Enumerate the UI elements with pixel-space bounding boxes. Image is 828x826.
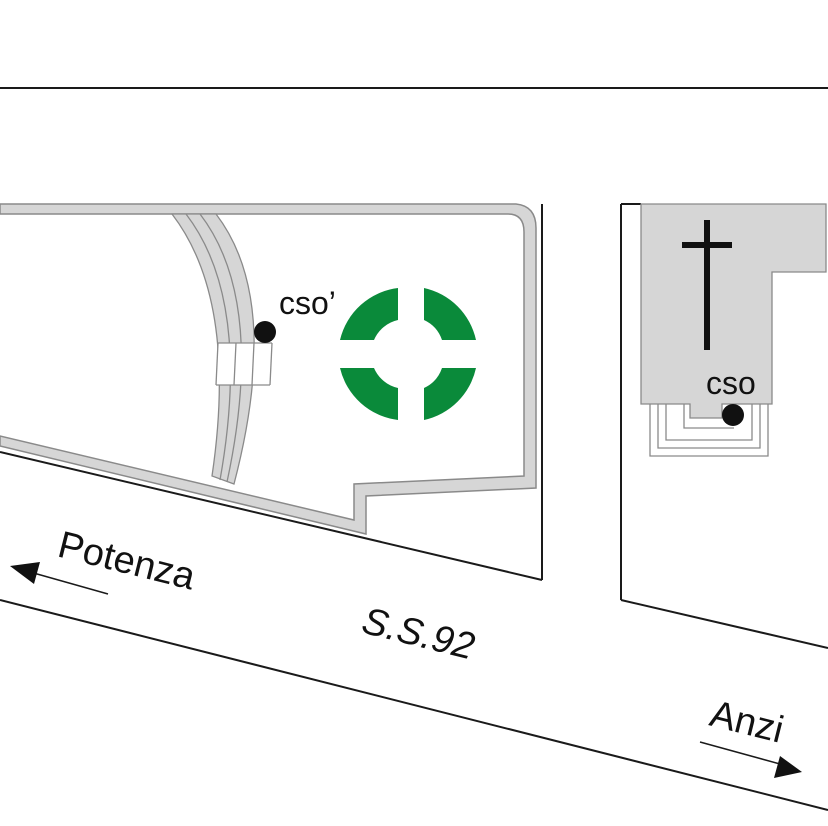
cross-vertical [704, 220, 710, 350]
cross-horizontal [682, 242, 732, 248]
right-parcel-south-line [620, 599, 828, 649]
target-quadrant-sw [340, 368, 398, 420]
curved-track-inner-1 [185, 213, 232, 481]
target-quadrant-se [424, 368, 476, 420]
cemetery-steps-outer [649, 404, 769, 457]
left-parcel-band [0, 203, 537, 535]
marker-dot-icon [254, 321, 276, 343]
left-parcel-south-line [0, 451, 543, 581]
direction-anzi: Anzi [699, 693, 802, 778]
curved-track-gap [218, 343, 272, 385]
arrow-right-shaft [699, 741, 781, 765]
track-gap-l2 [233, 342, 237, 386]
cemetery-steps-mid [657, 404, 761, 449]
target-quadrant-nw [340, 288, 398, 340]
track-gap-l3 [251, 342, 255, 386]
arrow-left-icon [10, 562, 40, 584]
left-parcel: cso’ [0, 203, 543, 581]
marker-dot-icon [722, 404, 744, 426]
label-cso: cso [706, 365, 756, 401]
arrow-right-icon [774, 756, 802, 778]
label-anzi: Anzi [706, 693, 788, 752]
right-parcel: cso [620, 203, 828, 649]
cross-icon [682, 220, 732, 350]
track-gap-l4 [269, 342, 273, 386]
road-north-edge [0, 599, 828, 811]
arrow-left-shaft [29, 571, 109, 595]
cemetery-building [640, 203, 827, 419]
label-cso-prime: cso’ [279, 285, 336, 321]
curved-track [170, 213, 255, 485]
target-quadrant-ne [424, 288, 476, 340]
cemetery-steps-inner [665, 404, 753, 441]
label-potenza: Potenza [54, 524, 200, 599]
cemetery-steps-core [683, 404, 734, 429]
direction-potenza: Potenza [10, 524, 200, 599]
track-gap-l1 [215, 342, 219, 386]
road-label: S.S.92 [358, 600, 479, 668]
crosshair-target-icon [340, 288, 476, 420]
curved-track-inner-2 [199, 213, 243, 483]
